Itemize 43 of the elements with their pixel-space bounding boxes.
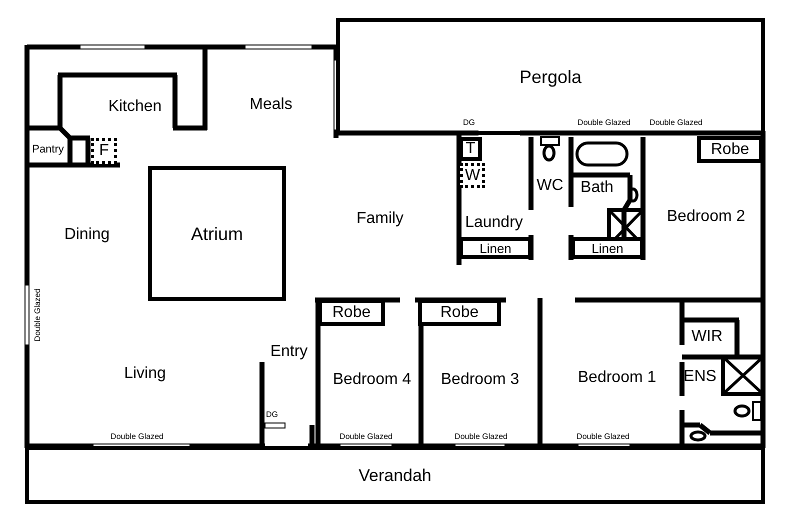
- window-label: Double Glazed: [454, 433, 508, 441]
- room-label: ENS: [684, 369, 716, 385]
- window-label: Double Glazed: [110, 433, 164, 441]
- room-label: Linen: [480, 242, 512, 254]
- room-label: Bedroom 1: [578, 370, 656, 386]
- window-label: Double Glazed: [650, 119, 702, 127]
- room-label: Laundry: [465, 215, 523, 231]
- verandah-area: [25, 446, 765, 504]
- window-label: Double Glazed: [576, 433, 630, 441]
- room-label: Robe: [710, 142, 750, 158]
- window-label: DG: [463, 119, 475, 127]
- window-label: DG: [266, 411, 278, 419]
- room-label: Kitchen: [108, 99, 162, 115]
- room-label: Bedroom 4: [332, 372, 412, 388]
- room-label: Pergola: [519, 68, 582, 86]
- atrium-room: [148, 166, 286, 301]
- room-label: Robe: [332, 304, 371, 320]
- room-label: Pantry: [32, 144, 64, 156]
- room-label: W: [464, 168, 480, 184]
- room-label: Bedroom 2: [666, 209, 746, 225]
- room-label: Verandah: [358, 466, 432, 484]
- room-label: F: [99, 143, 109, 159]
- toilet-cupboard: [459, 137, 482, 161]
- room-label: Meals: [250, 97, 292, 113]
- pergola-area: [336, 18, 765, 135]
- window-label: Double Glazed: [578, 119, 630, 127]
- room-label: WIR: [691, 329, 723, 345]
- room-label: Entry: [270, 344, 308, 360]
- room-label: Robe: [440, 304, 479, 320]
- room-label: Bath: [580, 180, 614, 196]
- window-label: Double Glazed: [340, 433, 392, 441]
- window-label: Double Glazed: [34, 288, 42, 342]
- robe-cupboard: [697, 136, 763, 163]
- room-label: Living: [124, 366, 166, 382]
- room-label: WC: [536, 178, 564, 194]
- fridge-space: [91, 138, 117, 164]
- room-label: Atrium: [190, 224, 243, 242]
- room-label: Bedroom 3: [440, 372, 520, 388]
- room-label: T: [466, 141, 476, 157]
- room-label: Linen: [592, 242, 624, 254]
- washer-space: [460, 163, 485, 188]
- room-label: Family: [356, 211, 404, 227]
- room-label: Dining: [64, 227, 110, 243]
